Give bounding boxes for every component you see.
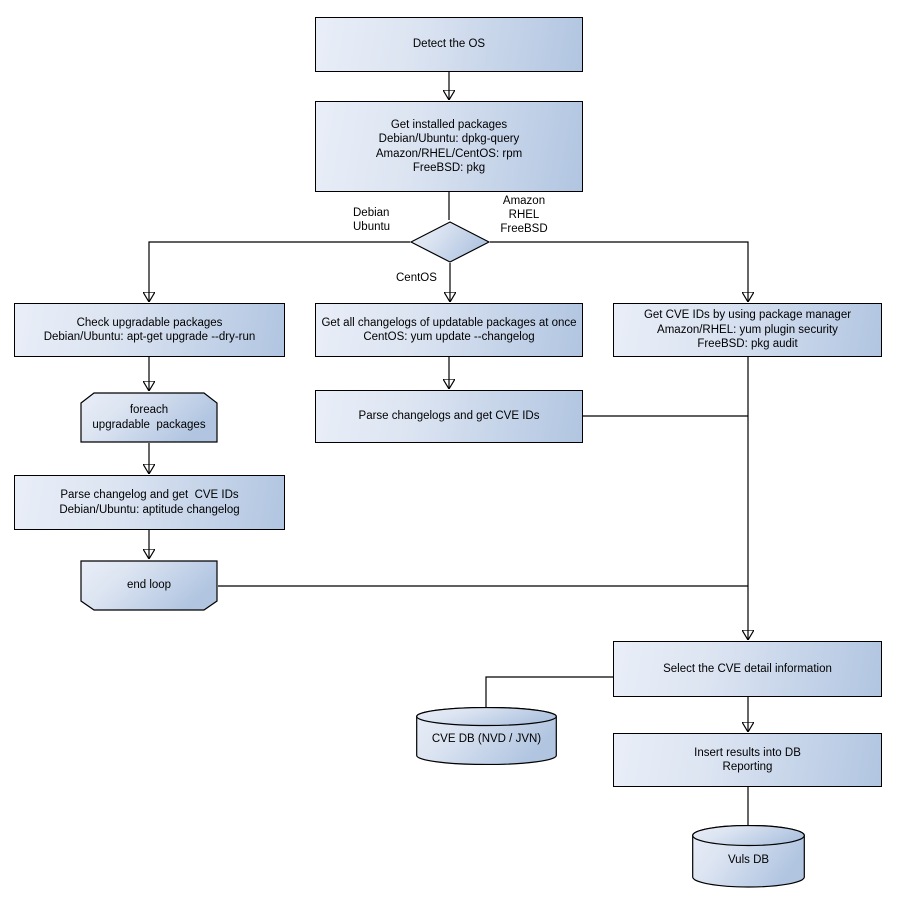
node-detect-os: Detect the OS — [315, 17, 583, 72]
node-end-loop-label: end loop — [126, 579, 172, 592]
node-check-upgradable-packages: Check upgradable packages Debian/Ubuntu:… — [14, 303, 285, 357]
node-get-installed-packages: Get installed packages Debian/Ubuntu: dp… — [315, 101, 583, 192]
database-cylinder-shape — [416, 707, 557, 765]
node-insert-results-label: Insert results into DB Reporting — [694, 746, 801, 774]
edge-label-debian-ubuntu: Debian Ubuntu — [353, 207, 391, 233]
node-get-all-changelogs: Get all changelogs of updatable packages… — [315, 303, 583, 357]
node-select-cve-detail: Select the CVE detail information — [613, 641, 882, 697]
node-get-all-changelogs-label: Get all changelogs of updatable packages… — [321, 316, 577, 344]
node-vuls-db: Vuls DB — [692, 825, 805, 888]
node-parse-changelog-aptitude: Parse changelog and get CVE IDs Debian/U… — [14, 475, 285, 530]
decision-os-branch — [410, 221, 490, 263]
node-foreach-upgradable-label: foreach upgradable packages — [92, 404, 206, 431]
node-cve-db-label: CVE DB (NVD / JVN) — [431, 733, 542, 746]
database-cylinder-shape — [692, 825, 805, 888]
node-detect-os-label: Detect the OS — [412, 38, 486, 51]
loop-start-shape — [80, 392, 218, 443]
diamond-shape — [410, 221, 490, 263]
edge-label-centos: CentOS — [396, 272, 437, 284]
node-check-upgradable-packages-label: Check upgradable packages Debian/Ubuntu:… — [43, 316, 256, 344]
node-get-cve-ids-pkg-manager-label: Get CVE IDs by using package manager Ama… — [643, 309, 852, 351]
node-select-cve-detail-label: Select the CVE detail information — [663, 662, 832, 675]
node-parse-changelogs-cve: Parse changelogs and get CVE IDs — [315, 390, 583, 443]
edge-cvedb-to-select — [485, 676, 613, 708]
edge-label-amazon-rhel-freebsd: Amazon RHEL FreeBSD — [500, 195, 548, 235]
node-insert-results: Insert results into DB Reporting — [613, 733, 882, 787]
node-parse-changelog-aptitude-label: Parse changelog and get CVE IDs Debian/U… — [59, 489, 240, 516]
node-cve-db: CVE DB (NVD / JVN) — [416, 707, 557, 765]
node-foreach-upgradable: foreach upgradable packages — [80, 392, 218, 443]
node-vuls-db-label: Vuls DB — [727, 853, 770, 866]
loop-end-shape — [80, 560, 218, 611]
node-get-cve-ids-pkg-manager: Get CVE IDs by using package manager Ama… — [613, 303, 882, 357]
node-end-loop: end loop — [80, 560, 218, 611]
node-parse-changelogs-cve-label: Parse changelogs and get CVE IDs — [358, 410, 540, 423]
edge-branch-right — [490, 241, 748, 302]
node-get-installed-packages-label: Get installed packages Debian/Ubuntu: dp… — [375, 118, 523, 175]
edge-branch-left — [149, 241, 410, 302]
